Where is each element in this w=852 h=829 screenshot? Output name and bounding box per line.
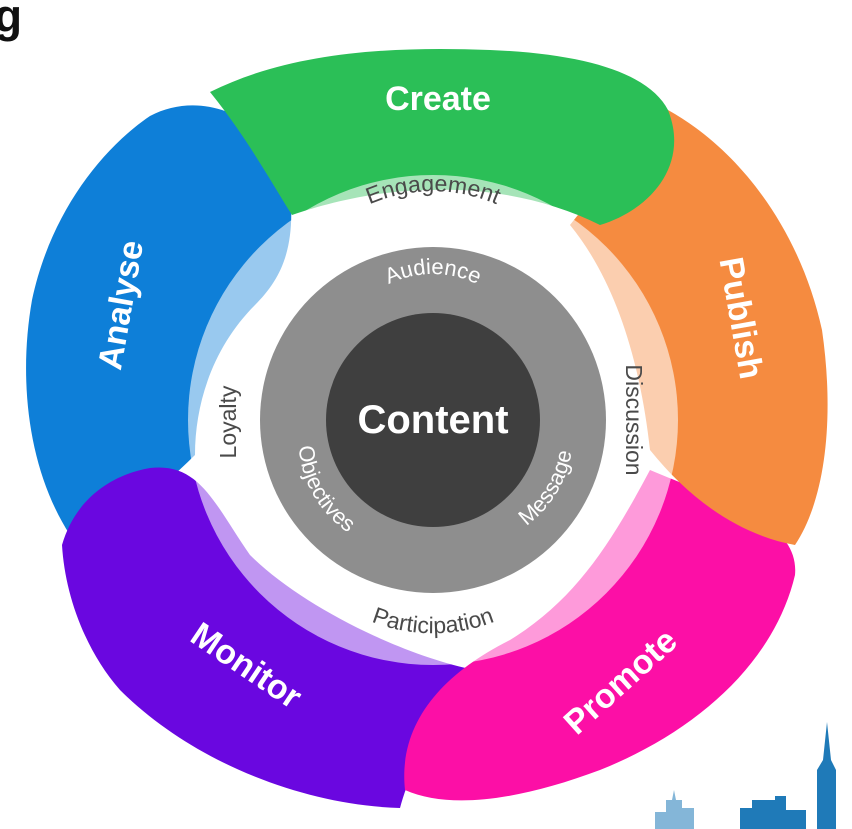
skyline-buildings-left [655, 790, 694, 829]
publish-petal-shape [570, 109, 828, 545]
monitor-petal-shape [62, 467, 475, 808]
create-label: Create [385, 80, 491, 118]
create-petal-shape [210, 48, 675, 225]
skyline-buildings-right [740, 796, 806, 829]
monitor-petal: Monitor [62, 467, 475, 808]
promote-petal: Promote [404, 470, 796, 801]
analyse-petal: Analyse [26, 105, 292, 536]
publish-petal: Publish [570, 109, 828, 545]
corner-text-fragment: g [0, 0, 22, 42]
promote-petal-shape [404, 470, 796, 801]
center-label: Content [357, 398, 508, 442]
center-circle [326, 313, 540, 527]
discussion-label: Discussion [621, 364, 647, 475]
loyalty-label: Loyalty [215, 385, 241, 458]
create-petal: Create [210, 48, 675, 225]
skyline-tower [817, 722, 836, 829]
analyse-petal-shape [26, 105, 292, 536]
skyline-logo [655, 722, 836, 829]
